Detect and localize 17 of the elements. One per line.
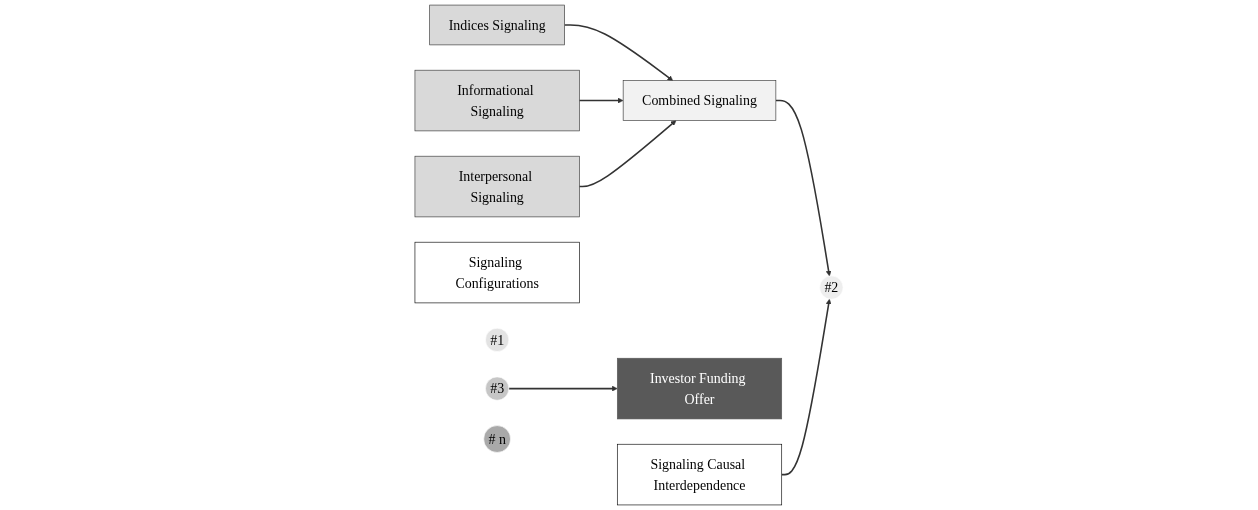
node-circle: #2 [819,275,844,300]
node-box: Investor Funding Offer [617,357,783,420]
node-box: Informational Signaling [414,69,580,132]
node-circle: #3 [485,376,510,401]
node-box: Signaling Configurations [414,241,580,304]
arrow [508,385,618,392]
node-box: Combined Signaling [622,80,777,121]
arrow [780,298,832,476]
node-box: Interpersonal Signaling [414,155,580,218]
node-box: Signaling Causal Interdependence [617,443,783,506]
arrow [775,99,832,277]
node-box: Indices Signaling [429,4,565,46]
arrow [578,120,677,188]
node-circle: #1 [485,327,510,352]
arrow [563,24,674,81]
node-circle: # n [483,425,511,453]
arrow [578,97,624,104]
